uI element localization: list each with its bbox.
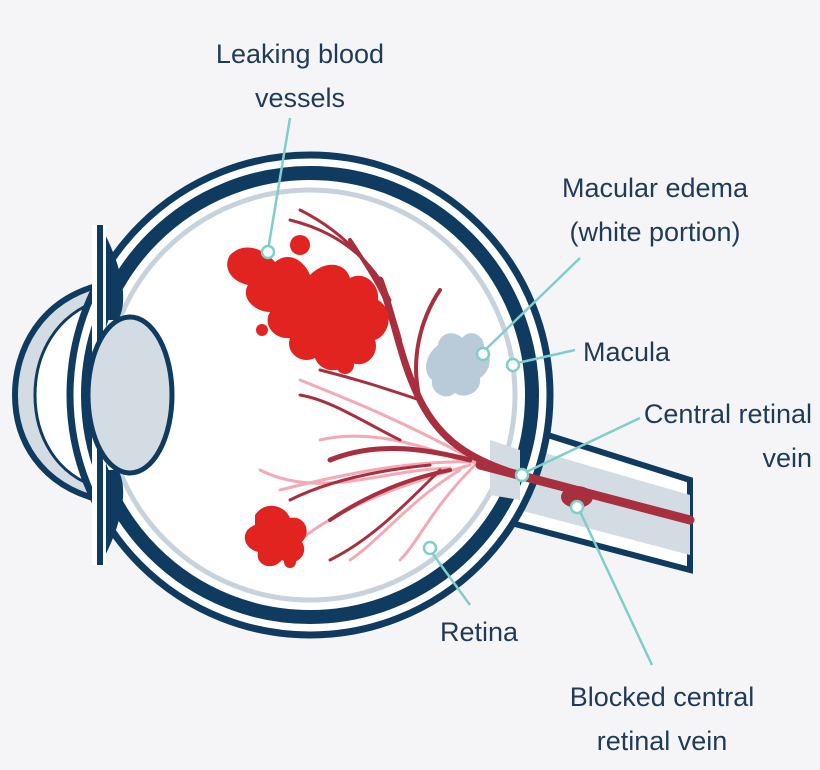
label-macular-edema: Macular edema (white portion) [561,173,749,247]
retinal-vessels-light [258,378,482,562]
macular-edema [426,333,490,397]
hemorrhage-upper [227,235,389,374]
label-macula: Macula [583,337,671,367]
label-leaking-blood-vessels: Leaking blood vessels [215,39,385,113]
leader-lines [266,117,654,666]
label-retina: Retina [440,617,519,647]
retinal-vessels-dark [288,208,524,562]
label-blocked-central-retinal-vein: Blocked central retinal vein [569,682,755,756]
lens [85,314,175,476]
blockage [561,486,593,508]
leader-dots [260,244,585,556]
hemorrhage-lower [244,505,307,568]
label-central-retinal-vein: Central retinal vein [643,399,812,473]
